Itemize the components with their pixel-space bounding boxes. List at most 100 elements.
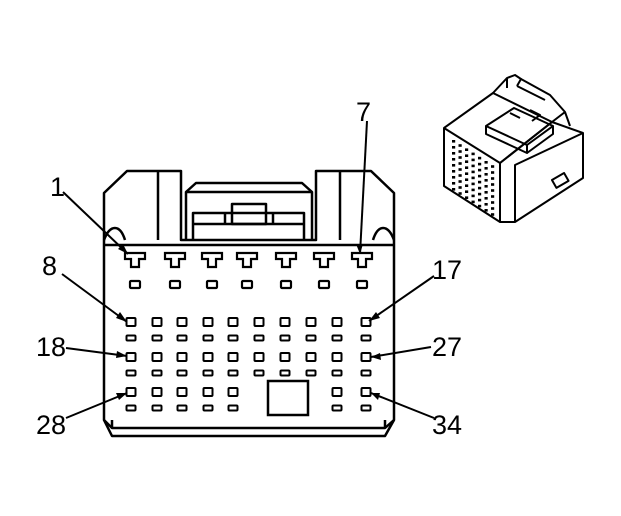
iso-cavity [452,140,456,143]
cavity [125,404,137,412]
cavity [151,369,163,377]
cavity [279,352,291,362]
iso-cavity [478,168,482,172]
cavity [331,317,343,327]
connector-bottom-lip [102,419,396,438]
cavity [176,334,188,342]
pin-label-27: 27 [432,332,462,362]
pin-label-18: 18 [36,332,66,362]
iso-cavity [452,176,456,179]
iso-cavity [465,184,469,187]
top-pin-row [123,251,374,290]
cavity [125,352,137,362]
iso-cavity [491,195,495,198]
iso-cavity [491,183,495,186]
iso-cavity [471,176,475,180]
cavity [360,387,372,397]
leader-17 [368,275,435,322]
iso-cavity [471,200,475,204]
iso-cavity [452,152,456,155]
cavity [360,404,372,412]
cavity [202,387,214,397]
connector-body-outline [102,169,396,430]
iso-cavity [484,161,488,164]
pin-label-1: 1 [50,172,65,202]
iso-cavity [458,150,462,153]
iso-cavity [484,209,488,212]
iso-cavity [458,156,462,159]
connector-face [102,169,396,438]
iso-cavity [491,207,495,210]
cavity [360,317,372,327]
cavity [227,352,239,362]
iso-cavity [458,168,462,171]
leader-lines [61,120,435,419]
pin-label-34: 34 [432,410,462,440]
cavity [151,317,163,327]
cavity [331,334,343,342]
cavity-grid [125,317,372,412]
iso-cavity [491,177,495,180]
cavity [202,369,214,377]
leader-28 [65,392,128,419]
leader-34 [370,392,435,419]
cavity [253,369,265,377]
terminal-pin [312,251,336,290]
cavity [360,369,372,377]
cavity [202,352,214,362]
iso-cavity [491,171,495,174]
terminal-pin [123,251,147,290]
iso-cavity [465,154,469,157]
iso-cavity [471,164,475,168]
iso-cavity [471,194,475,198]
cavity [279,317,291,327]
pin-label-7: 7 [356,97,371,127]
iso-cavity [471,182,475,186]
cavity [227,404,239,412]
iso-cavity [465,190,469,193]
cavity [227,334,239,342]
iso-cavity [452,164,456,167]
isometric-cavities [452,140,495,216]
iso-cavity [478,204,482,208]
cavity [176,317,188,327]
iso-cavity [491,213,495,216]
cavity [125,317,137,327]
iso-cavity [491,165,495,168]
iso-cavity [471,188,475,192]
iso-cavity [484,203,488,206]
iso-cavity [452,170,456,173]
pin-label-17: 17 [432,255,462,285]
connector-isometric-view [443,74,584,223]
cavity [151,352,163,362]
iso-cavity [452,182,456,185]
cavity [151,404,163,412]
cavity [305,352,317,362]
cavity [176,387,188,397]
cavity [253,352,265,362]
iso-cavity [478,174,482,178]
cavity [151,387,163,397]
connector-latch [184,181,314,240]
iso-cavity [465,148,469,151]
cavity [227,317,239,327]
cavity [176,404,188,412]
cavity [305,317,317,327]
cavity [151,334,163,342]
iso-cavity [484,179,488,182]
iso-cavity [491,201,495,204]
iso-cavity [471,158,475,162]
iso-cavity [484,185,488,188]
cavity [253,317,265,327]
leader-1 [62,191,129,255]
terminal-pin [163,251,187,290]
cavity [331,387,343,397]
iso-cavity [465,178,469,181]
cavity [331,352,343,362]
iso-cavity [465,160,469,163]
leader-7 [359,120,368,255]
iso-cavity [484,197,488,200]
right-ear [371,226,396,241]
iso-cavity [465,172,469,175]
